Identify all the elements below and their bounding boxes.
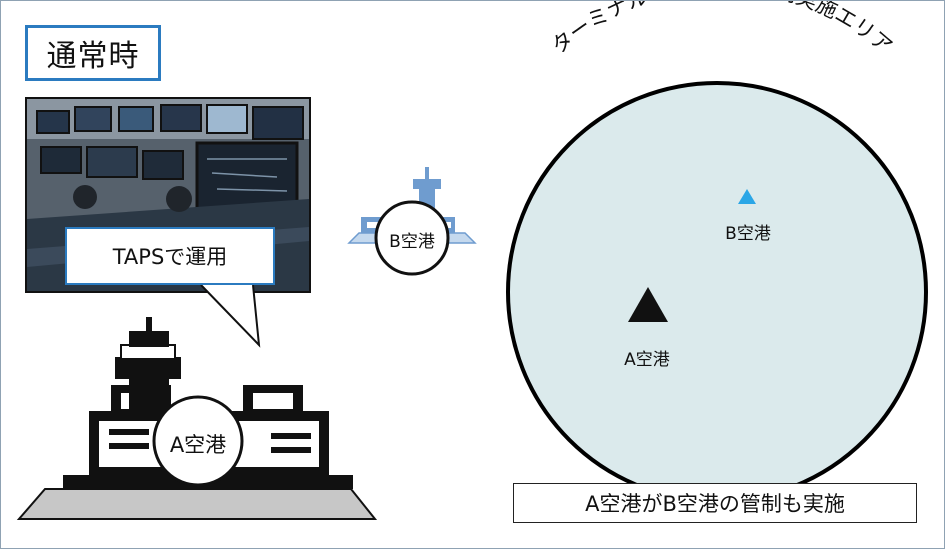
page-title-text: 通常時: [46, 39, 140, 74]
radar-airport-b-label: B空港: [725, 224, 771, 244]
note-box: A空港がB空港の管制も実施: [513, 483, 917, 523]
note-text: A空港がB空港の管制も実施: [585, 492, 845, 516]
airport-b-badge-label: B空港: [389, 232, 435, 252]
radar-area-arc-label: ターミナル・レーダー管制実施エリア: [547, 1, 897, 58]
control-tower-building-icon: [16, 317, 378, 520]
radar-airport-a-label: A空港: [624, 350, 670, 370]
radar-area-circle: [506, 81, 928, 503]
airport-b-badge-circle: [374, 200, 450, 276]
speech-bubble-tail: [200, 284, 261, 348]
airport-a-badge-label: A空港: [169, 433, 227, 457]
airport-a-badge-circle: [152, 395, 244, 487]
triangle-marker-icon: [628, 287, 668, 322]
taps-tag-text: TAPSで運用: [112, 245, 228, 269]
taps-tag: TAPSで運用: [65, 227, 275, 285]
triangle-marker-icon: [738, 189, 756, 204]
page-title: 通常時: [25, 25, 161, 81]
